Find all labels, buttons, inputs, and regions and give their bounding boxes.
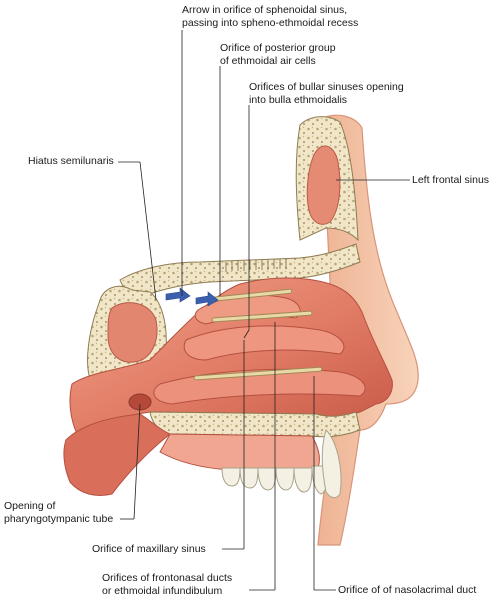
incisor-tooth xyxy=(321,429,342,499)
sphenoidal-arrows xyxy=(165,287,219,307)
label-hiatus-semilunaris: Hiatus semilunaris xyxy=(28,155,114,167)
upper-teeth xyxy=(221,465,330,495)
label-pharyngotympanic: Opening of pharyngotympanic tube xyxy=(4,500,114,525)
label-maxillary-sinus: Orifice of maxillary sinus xyxy=(92,543,206,555)
label-bullar-sinuses: Orifices of bullar sinuses opening into … xyxy=(249,81,404,106)
cribriform-plate xyxy=(219,259,287,272)
label-nasolacrimal: Orifice of of nasolacrimal duct xyxy=(338,584,477,596)
leader-lines xyxy=(118,30,410,591)
skull-base xyxy=(119,243,361,303)
label-posterior-ethmoidal: Orifice of posterior group of ethmoidal … xyxy=(220,42,336,67)
label-sphenoidal-arrow: Arrow in orifice of sphenoidal sinus, pa… xyxy=(182,4,359,29)
label-frontonasal: Orifices of frontonasal ducts or ethmoid… xyxy=(102,572,233,597)
sphenoidal-sinus xyxy=(107,302,158,363)
pharynx xyxy=(63,413,171,496)
frontal-sinus xyxy=(306,145,341,225)
label-left-frontal-sinus: Left frontal sinus xyxy=(412,174,490,186)
middle-concha xyxy=(183,325,345,361)
oral-cavity xyxy=(159,433,320,473)
